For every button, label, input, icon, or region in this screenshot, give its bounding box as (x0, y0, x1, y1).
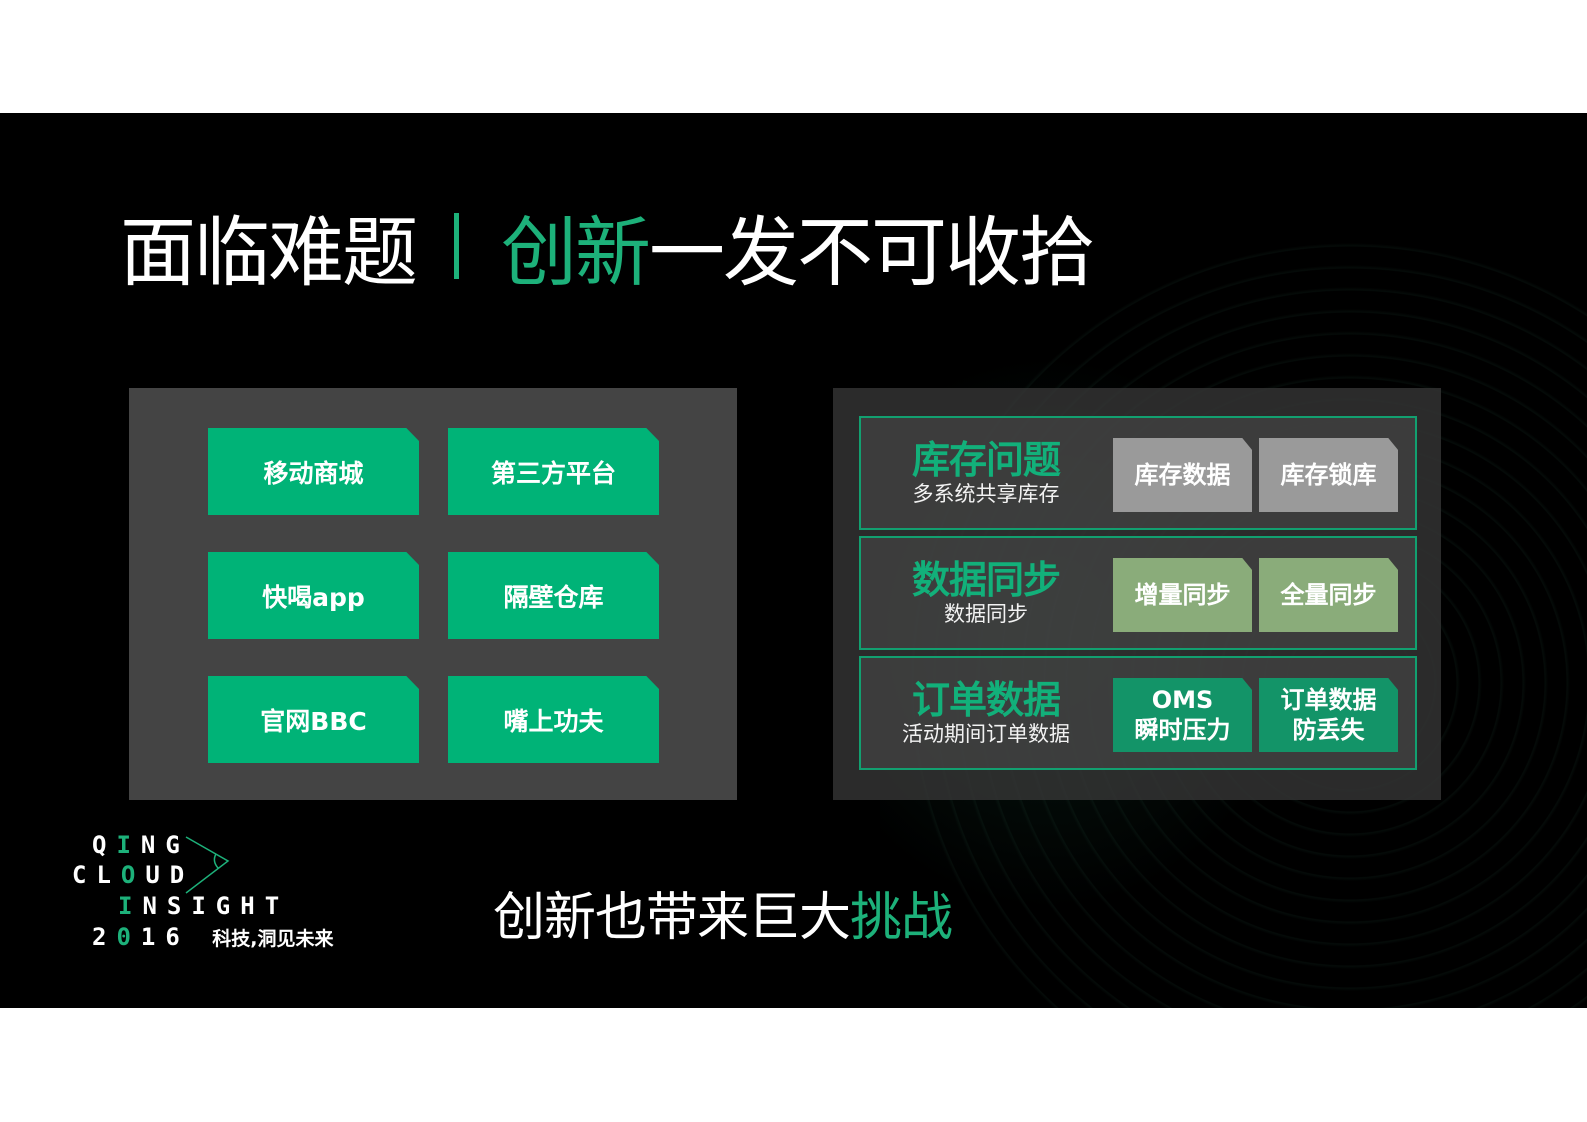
logo-line-year: 2016 科技,洞见未来 (92, 923, 333, 951)
title-part1: 面临难题 (120, 208, 418, 297)
logo-text: 16 (140, 923, 190, 951)
chip-oms-pressure: OMS 瞬时压力 (1113, 678, 1252, 752)
title-part2: 一发不可收拾 (649, 208, 1095, 297)
logo-chevron-icon (185, 836, 230, 894)
chip-inventory-data: 库存数据 (1113, 438, 1252, 512)
caption-text: 创新也带来巨大 (493, 888, 851, 948)
tile-label: 第三方平台 (490, 458, 616, 488)
chip-label: 库存锁库 (1280, 461, 1377, 489)
slide: 面临难题 创新 一发不可收拾 移动商城 第三方平台 快喝app 隔壁仓库 官网B… (0, 113, 1587, 1008)
problem-row-data-sync: 数据同步 数据同步 增量同步 全量同步 (859, 536, 1417, 650)
tile-lip-service: 嘴上功夫 (448, 676, 659, 763)
problem-row-inventory: 库存问题 多系统共享库存 库存数据 库存锁库 (859, 416, 1417, 530)
row-title: 数据同步 (911, 558, 1061, 602)
tile-mobile-mall: 移动商城 (208, 428, 419, 515)
tile-label: 官网BBC (260, 706, 367, 736)
row-subtitle: 活动期间订单数据 (902, 722, 1070, 746)
logo-text: NG (140, 831, 190, 859)
tile-label: 嘴上功夫 (503, 706, 604, 736)
logo-text: NSIGHT (142, 892, 290, 920)
problems-panel: 库存问题 多系统共享库存 库存数据 库存锁库 数据同步 数据同步 增量同步 全量… (833, 388, 1441, 800)
slide-title: 面临难题 创新 一发不可收拾 (120, 201, 1095, 297)
logo-text: CL (72, 861, 121, 889)
logo-text-accent: I (118, 892, 143, 920)
logo-text-accent: I (116, 831, 141, 859)
row-subtitle: 数据同步 (944, 602, 1028, 626)
title-divider (454, 213, 459, 279)
row-head: 数据同步 数据同步 (861, 538, 1111, 648)
logo-line-insight: INSIGHT (118, 892, 289, 920)
tile-neighbor-warehouse: 隔壁仓库 (448, 552, 659, 639)
chip-label-line2: 防丢失 (1292, 716, 1365, 744)
chip-full-sync: 全量同步 (1259, 558, 1398, 632)
chip-label: 全量同步 (1280, 581, 1377, 609)
row-title: 库存问题 (911, 438, 1061, 482)
slide-caption: 创新也带来巨大挑战 (493, 875, 953, 950)
problem-row-order-data: 订单数据 活动期间订单数据 OMS 瞬时压力 订单数据 防丢失 (859, 656, 1417, 770)
row-head: 库存问题 多系统共享库存 (861, 418, 1111, 528)
tile-official-bbc: 官网BBC (208, 676, 419, 763)
logo-line-qing: QING (92, 831, 190, 859)
row-head: 订单数据 活动期间订单数据 (861, 658, 1111, 768)
logo-text-accent: 0 (116, 923, 141, 951)
logo-text: 2 (92, 923, 117, 951)
tile-third-party-platform: 第三方平台 (448, 428, 659, 515)
chip-incremental-sync: 增量同步 (1113, 558, 1252, 632)
tile-label: 移动商城 (263, 458, 364, 488)
chip-label: 增量同步 (1134, 581, 1231, 609)
logo-tagline: 科技,洞见未来 (212, 928, 334, 950)
chip-label-line1: OMS (1151, 686, 1214, 714)
tile-label: 隔壁仓库 (503, 582, 604, 612)
tile-kuaihe-app: 快喝app (208, 552, 419, 639)
chip-label-line1: 订单数据 (1280, 686, 1377, 714)
chip-label: 库存数据 (1134, 461, 1231, 489)
logo-line-cloud: CLOUD (72, 861, 194, 889)
row-subtitle: 多系统共享库存 (912, 482, 1060, 506)
row-title: 订单数据 (911, 678, 1061, 722)
chip-order-loss-prevention: 订单数据 防丢失 (1259, 678, 1398, 752)
logo-text: UD (145, 861, 195, 889)
channels-panel: 移动商城 第三方平台 快喝app 隔壁仓库 官网BBC 嘴上功夫 (129, 388, 737, 800)
logo-text: Q (92, 831, 117, 859)
title-accent: 创新 (501, 208, 651, 297)
tile-label: 快喝app (262, 582, 365, 612)
logo-text-accent: O (120, 861, 146, 889)
chip-label-line2: 瞬时压力 (1134, 716, 1231, 744)
caption-accent: 挑战 (850, 888, 953, 948)
qingcloud-insight-logo: QING CLOUD INSIGHT 2016 科技,洞见未来 (72, 831, 333, 961)
chip-inventory-lock: 库存锁库 (1259, 438, 1398, 512)
